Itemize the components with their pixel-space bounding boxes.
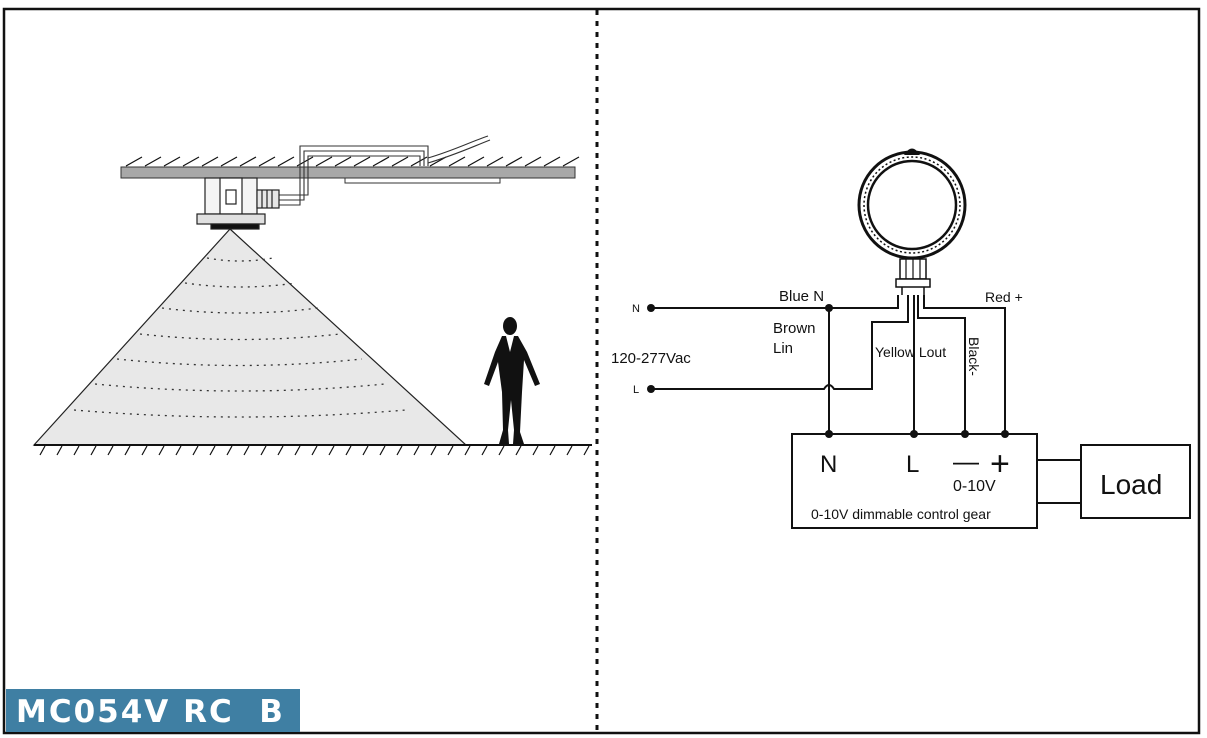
label-wire-black: Black- [966,337,982,376]
junction-dots [647,304,1009,438]
label-wire-red: Red + [985,289,1023,305]
outer-border [2,7,1201,735]
sensor-ring-icon [857,150,967,260]
gear-label: 0-10V dimmable control gear [811,506,991,522]
sensor-icon [196,177,280,230]
label-terminal-l: L [633,384,639,396]
fixture-bar [344,177,501,184]
gear-terminal-l: L [906,451,919,478]
wire-black [917,295,966,434]
gear-terminal-minus: — [953,446,979,476]
gear-signal-label: 0-10V [953,478,996,495]
label-terminal-n: N [632,303,640,315]
label-wire-yellow: Yellow Lout [875,344,946,360]
model-label: MC054V RC B [6,689,300,732]
floor-hatch [39,445,590,456]
wiring-diagram [651,148,1191,529]
detection-zone [32,228,468,446]
load-box [1080,444,1191,519]
label-wire-blue: Blue N [779,288,824,305]
label-supply-voltage: 120-277Vac [611,350,691,367]
load-label: Load [1100,469,1162,500]
gear-terminal-plus: + [990,445,1010,483]
wire-brown [651,295,909,390]
label-wire-brown: Brown [773,320,816,337]
wire-blue [651,295,899,309]
gear-terminal-n: N [820,451,837,478]
label-wire-brown-lin: Lin [773,340,793,357]
wire-red [923,295,1006,434]
ceiling-slab [120,166,576,179]
detection-arcs [73,257,407,418]
installation-illustration [32,135,592,456]
person-icon [484,317,540,444]
ceiling-hatch [125,156,580,167]
cable-icon [278,135,491,206]
